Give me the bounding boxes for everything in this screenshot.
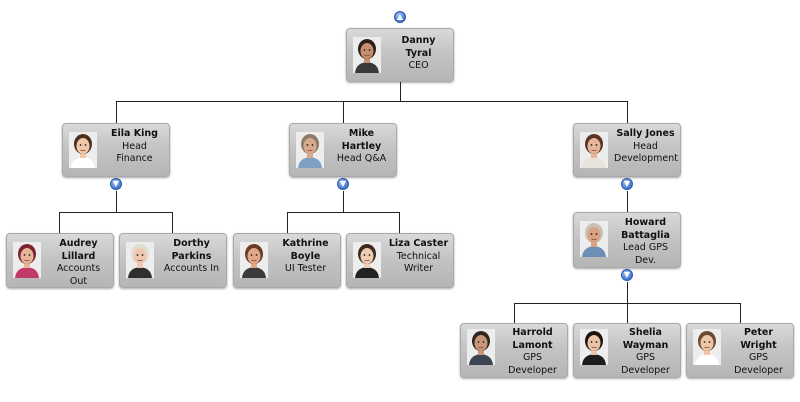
avatar bbox=[353, 242, 381, 278]
connector-line bbox=[740, 303, 741, 323]
node-title: Accounts Out bbox=[56, 263, 101, 287]
connector-line bbox=[627, 282, 628, 304]
avatar bbox=[353, 37, 381, 73]
avatar bbox=[69, 132, 97, 168]
expand-toggle-sally[interactable]: ▼ bbox=[621, 178, 633, 190]
node-name: Dorthy Parkins bbox=[171, 238, 212, 262]
connector-line bbox=[116, 191, 117, 213]
connector-line bbox=[627, 303, 628, 323]
node-title: UI Tester bbox=[284, 263, 327, 274]
avatar bbox=[580, 221, 608, 257]
arrow-down-icon: ▼ bbox=[623, 270, 631, 279]
avatar bbox=[240, 242, 268, 278]
arrow-down-icon: ▼ bbox=[339, 179, 347, 188]
node-title: GPS Developer bbox=[621, 352, 670, 376]
avatar bbox=[580, 132, 608, 168]
avatar bbox=[467, 329, 495, 365]
node-name: Sally Jones bbox=[616, 128, 675, 139]
connector-line bbox=[172, 212, 173, 233]
node-title: Lead GPS Dev. bbox=[623, 242, 668, 266]
avatar bbox=[693, 329, 721, 365]
node-title: Head Q&A bbox=[336, 153, 387, 164]
node-title: GPS Developer bbox=[508, 352, 557, 376]
node-title: Technical Writer bbox=[396, 250, 441, 275]
connector-line bbox=[627, 101, 628, 123]
node-title: Accounts In bbox=[163, 263, 220, 274]
expand-toggle-howard[interactable]: ▼ bbox=[621, 269, 633, 281]
node-name: Liza Caster bbox=[388, 238, 449, 249]
node-name: Shelia Wayman bbox=[622, 327, 669, 351]
avatar bbox=[580, 329, 608, 365]
expand-toggle-eila[interactable]: ▼ bbox=[110, 178, 122, 190]
node-name: Howard Battaglia bbox=[621, 217, 670, 241]
node-title: Head Development bbox=[614, 140, 678, 165]
connector-line bbox=[343, 191, 344, 213]
node-name: Peter Wright bbox=[740, 327, 777, 351]
connector-line bbox=[287, 212, 288, 233]
node-name: Harrold Lamont bbox=[512, 327, 553, 351]
node-title: GPS Developer bbox=[734, 352, 783, 376]
avatar bbox=[126, 242, 154, 278]
expand-toggle-mike[interactable]: ▼ bbox=[337, 178, 349, 190]
connector-line bbox=[343, 101, 344, 123]
connector-line bbox=[59, 212, 173, 213]
node-name: Audrey Lillard bbox=[59, 238, 98, 262]
node-name: Mike Hartley bbox=[341, 128, 382, 152]
connector-line bbox=[627, 191, 628, 212]
connector-line bbox=[399, 212, 400, 233]
collapse-up-toggle-root[interactable]: ▲ bbox=[394, 11, 406, 23]
connector-line bbox=[116, 101, 628, 102]
avatar bbox=[296, 132, 324, 168]
connector-line bbox=[400, 82, 401, 102]
node-title: CEO bbox=[408, 60, 429, 71]
arrow-down-icon: ▼ bbox=[112, 179, 120, 188]
node-name: Eila King bbox=[111, 128, 158, 139]
connector-line bbox=[116, 101, 117, 123]
node-title: Head Finance bbox=[116, 140, 153, 165]
connector-line bbox=[287, 212, 400, 213]
node-name: Kathrine Boyle bbox=[282, 238, 329, 262]
arrow-up-icon: ▲ bbox=[396, 12, 404, 21]
avatar bbox=[13, 242, 41, 278]
arrow-down-icon: ▼ bbox=[623, 179, 631, 188]
node-name: Danny Tyral bbox=[401, 35, 436, 59]
connector-line bbox=[514, 303, 515, 323]
connector-line bbox=[59, 212, 60, 233]
